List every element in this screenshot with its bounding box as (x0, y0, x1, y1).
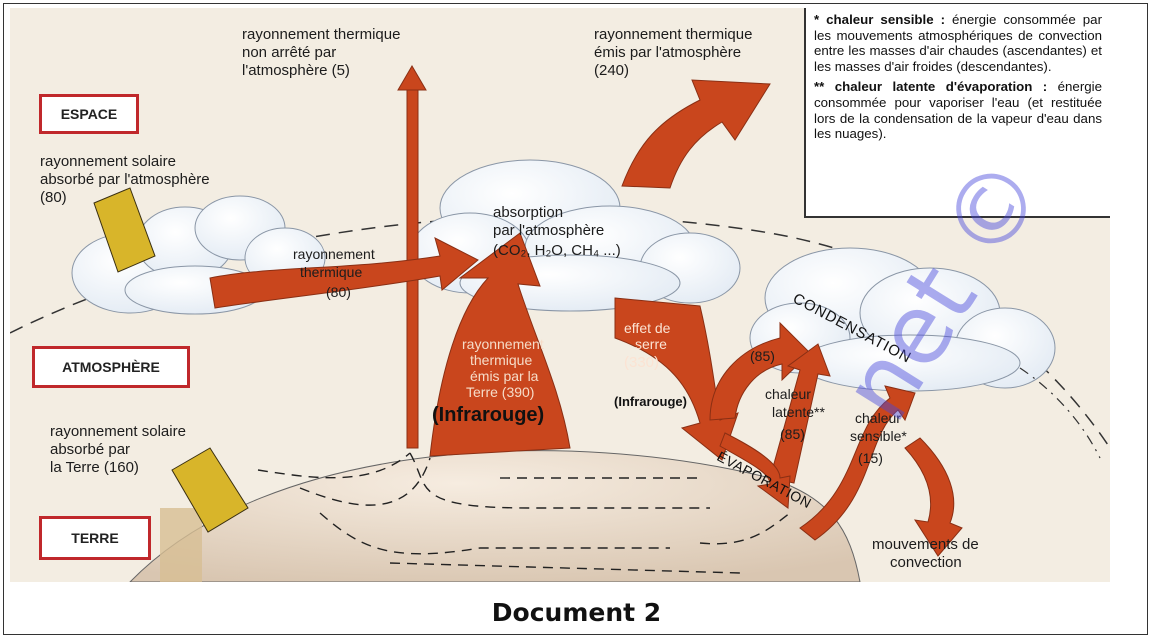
convection-label-1: mouvements de (872, 536, 979, 553)
convection-label-2: convection (890, 554, 962, 571)
arrow-convection (904, 437, 963, 557)
sensible-label-1: chaleur (855, 410, 901, 426)
note-latente: ** chaleur latente d'évaporation : énerg… (814, 79, 1102, 141)
note-sensible-body: énergie consommée par les mouvements atm… (814, 12, 1103, 74)
rt-80-label-1: rayonnement (293, 246, 375, 262)
label-terre: TERRE (39, 516, 151, 560)
earth-heat-lines (257, 452, 791, 574)
solar-earth-label-1: rayonnement solaire (50, 423, 186, 440)
rt-atm-emitted-label-1: rayonnement thermique (594, 26, 753, 43)
note-sensible-title: * chaleur sensible : (814, 12, 946, 27)
solar-atmosphere-label-1: rayonnement solaire (40, 153, 176, 170)
rt-not-stopped-label-3: l'atmosphère (5) (242, 62, 350, 79)
latent-label-1: chaleur (765, 386, 811, 402)
arrow-earth-390 (429, 232, 571, 457)
label-atmosphere: ATMOSPHÈRE (32, 346, 190, 388)
arrow-sensible-15 (799, 385, 916, 541)
sensible-label-3: (15) (858, 450, 883, 466)
rt-earth-label-1: rayonnement (462, 336, 544, 352)
diagram-graphics (10, 65, 1110, 582)
earth-shadow (160, 508, 202, 582)
absorption-label-1: absorption (493, 204, 564, 221)
cloud-right (749, 247, 1056, 392)
notes-box: * chaleur sensible : énergie consommée p… (804, 8, 1110, 218)
arrow-evaporation (719, 432, 791, 509)
absorption-label-3: (CO₂, H₂O, CH₄ ...) (493, 242, 621, 259)
absorption-label-2: par l'atmosphère (493, 222, 605, 239)
rt-not-stopped-label-1: rayonnement thermique (242, 26, 401, 43)
greenhouse-label-1: effet de (624, 320, 671, 336)
solar-atmosphere-label-2: absorbé par l'atmosphère (40, 171, 210, 188)
solar-atmosphere-label-3: (80) (40, 189, 67, 206)
infrarouge-small-label: (Infrarouge) (614, 394, 687, 409)
sensible-label-2: sensible* (850, 428, 907, 444)
earth-surface (129, 450, 861, 582)
solar-earth-label-2: absorbé par (50, 441, 131, 458)
rt-earth-label-2: thermique (470, 352, 533, 368)
label-espace: ESPACE (39, 94, 139, 134)
arrow-85-top (709, 321, 811, 421)
solar-earth-label-3: la Terre (160) (50, 459, 139, 476)
document-caption: Document 2 (491, 598, 662, 627)
arrow-latent-85 (769, 343, 831, 484)
rt-earth-label-3: émis par la (470, 368, 539, 384)
rt-80-label-2: thermique (300, 264, 363, 280)
rt-earth-label-4: Terre (390) (466, 384, 535, 400)
rt-atm-emitted-label-2: émis par l'atmosphère (594, 44, 742, 61)
latent-label-3: (85) (780, 426, 805, 442)
solar-ray-atmosphere (93, 187, 156, 273)
rt-80-label-3: (80) (326, 284, 351, 300)
greenhouse-label-3: (330) (624, 354, 660, 371)
arrow-greenhouse-330 (614, 297, 739, 461)
arrow-thermal-80 (209, 237, 479, 309)
note-latente-body: énergie consommée pour vaporiser l'eau (… (814, 79, 1102, 142)
arrow-atmosphere-240 (621, 79, 771, 189)
solar-ray-earth (171, 447, 249, 533)
rt-atm-emitted-label-3: (240) (594, 62, 630, 79)
note-sensible: * chaleur sensible : énergie consommée p… (814, 12, 1102, 74)
rt-not-stopped-label-2: non arrêté par (242, 44, 337, 61)
value-85-top: (85) (750, 348, 775, 364)
greenhouse-label-2: serre (635, 336, 667, 352)
greenhouse-diagram: ESPACE ATMOSPHÈRE TERRE rayonnement sola… (10, 8, 1110, 582)
note-latente-title: ** chaleur latente d'évaporation : (814, 79, 1048, 95)
atmosphere-boundary-right (1019, 367, 1101, 459)
infrarouge-big-label: (Infrarouge) (432, 404, 545, 426)
latent-label-2: latente** (772, 404, 825, 420)
document-frame (3, 3, 1148, 635)
